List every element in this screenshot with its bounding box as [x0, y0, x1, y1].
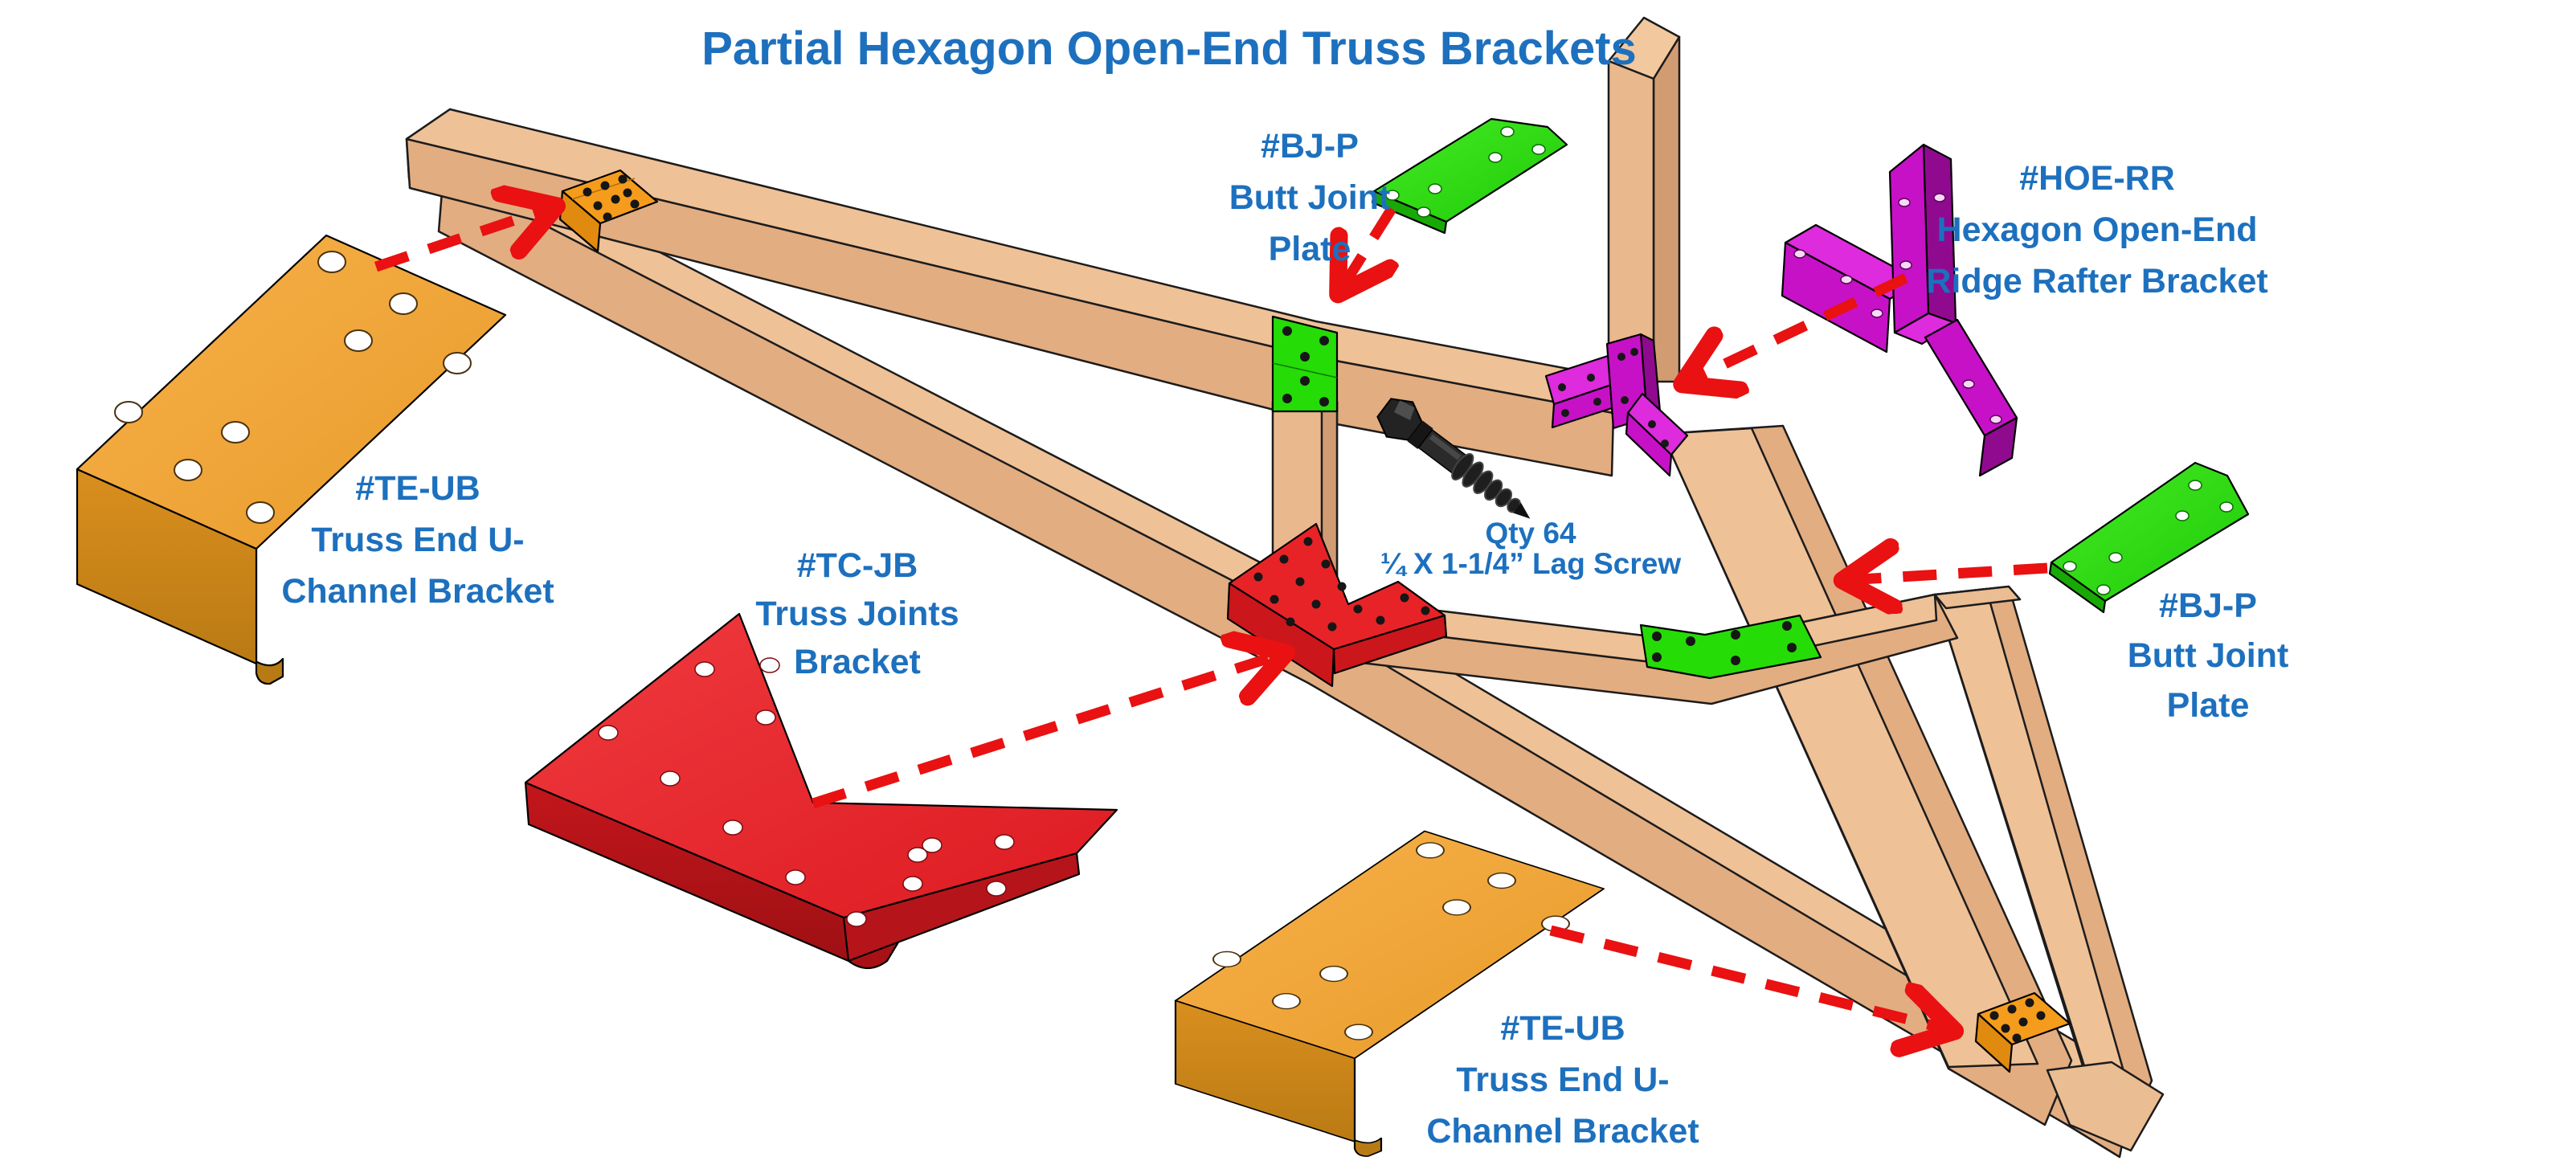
- label-bj-p-top: #BJ-P Butt Joint Plate: [1229, 127, 1391, 268]
- installed-te-ub-bracket-right: [1974, 991, 2071, 1073]
- te-ub-bracket-illustration-bottom: [1174, 830, 1605, 1158]
- arrow-bj-p-right: [1846, 568, 2048, 580]
- hoe-rr-holes: [1793, 193, 2002, 424]
- arrow-te-ub-bottom: [1549, 925, 1951, 1030]
- label-lag-screw-size: ¼ X 1-1/4” Lag Screw: [1380, 547, 1682, 580]
- label-te-ub-bottom-line3: Channel Bracket: [1426, 1112, 1699, 1151]
- lag-screw-illustration: [1376, 398, 1531, 519]
- page-title: Partial Hexagon Open-End Truss Brackets: [701, 22, 1637, 75]
- label-te-ub-bottom-line2: Truss End U-: [1456, 1061, 1669, 1099]
- label-tc-jb-line1: #TC-JB: [797, 546, 918, 585]
- installed-te-ub-bracket-left: [558, 169, 659, 253]
- label-bj-p-top-line1: #BJ-P: [1261, 127, 1359, 166]
- label-bj-p-right-line3: Plate: [2167, 686, 2250, 725]
- screw-dots: [1989, 998, 2046, 1043]
- label-hoe-rr-line3: Ridge Rafter Bracket: [1926, 262, 2267, 300]
- label-bj-p-top-line2: Butt Joint: [1229, 178, 1391, 217]
- screw-dots: [1652, 621, 1797, 665]
- label-te-ub-top-line1: #TE-UB: [355, 469, 480, 508]
- screw-dots: [583, 174, 640, 222]
- label-te-ub-bottom: #TE-UB Truss End U- Channel Bracket: [1426, 1009, 1699, 1151]
- label-te-ub-top: #TE-UB Truss End U- Channel Bracket: [281, 469, 554, 611]
- arrow-tc-jb: [812, 654, 1282, 809]
- bottom-right-tip-face: [2046, 1061, 2165, 1152]
- installed-butt-joint-plate-top: [1271, 315, 1339, 413]
- label-te-ub-bottom-line1: #TE-UB: [1500, 1009, 1625, 1048]
- bj-p-plate-illustration-top: [1371, 117, 1568, 235]
- label-bj-p-top-line3: Plate: [1269, 230, 1351, 268]
- label-hoe-rr-line2: Hexagon Open-End: [1937, 211, 2258, 249]
- bj-p-holes: [2063, 480, 2234, 595]
- installed-hoe-rr-bracket: [1544, 333, 1689, 477]
- tc-jb-holes: [598, 657, 1015, 927]
- screw-dots: [1282, 326, 1329, 407]
- label-bj-p-right-line1: #BJ-P: [2159, 587, 2257, 625]
- installed-butt-joint-plate-chord: [1639, 614, 1822, 680]
- ridge-post: [1607, 16, 1681, 383]
- label-te-ub-top-line3: Channel Bracket: [281, 572, 554, 611]
- label-hoe-rr-line1: #HOE-RR: [2019, 159, 2175, 198]
- tc-jb-bracket-illustration: [524, 612, 1118, 970]
- label-lag-screw: Qty 64 ¼ X 1-1/4” Lag Screw: [1380, 517, 1682, 580]
- screw-dots: [1253, 537, 1430, 632]
- label-te-ub-top-line2: Truss End U-: [311, 521, 524, 559]
- hoe-rr-bracket-illustration: [1781, 143, 2018, 477]
- arrow-bj-p-top: [1340, 206, 1392, 291]
- te-ub-bracket-illustration-top: [76, 234, 507, 685]
- label-hoe-rr: #HOE-RR Hexagon Open-End Ridge Rafter Br…: [1926, 159, 2267, 300]
- label-bj-p-right: #BJ-P Butt Joint Plate: [2128, 587, 2289, 725]
- label-tc-jb-line3: Bracket: [794, 643, 921, 681]
- screw-dots: [1558, 348, 1669, 448]
- bj-p-plate-illustration-right: [2048, 461, 2250, 614]
- label-tc-jb-line2: Truss Joints: [755, 595, 959, 633]
- bj-p-holes: [1385, 126, 1546, 218]
- label-lag-screw-qty: Qty 64: [1485, 517, 1576, 550]
- arrow-te-ub-top: [374, 207, 553, 272]
- arrow-hoe-rr: [1686, 273, 1908, 382]
- label-tc-jb: #TC-JB Truss Joints Bracket: [755, 546, 959, 681]
- callout-arrows: [374, 206, 2048, 1030]
- label-bj-p-right-line2: Butt Joint: [2128, 636, 2289, 675]
